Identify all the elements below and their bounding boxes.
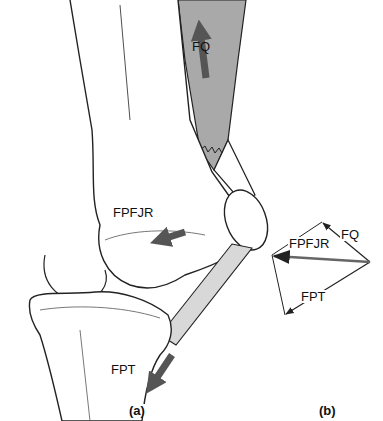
vector-label: FPT xyxy=(300,290,327,303)
tibia xyxy=(29,292,171,421)
growth-line xyxy=(105,231,205,240)
vector-label: FQ xyxy=(340,228,360,241)
force-label: FPT xyxy=(110,363,137,376)
patella xyxy=(217,184,276,256)
force-label: FQ xyxy=(192,40,210,53)
patellar-tendon xyxy=(160,244,252,345)
tibia-cortex xyxy=(80,330,90,421)
joint-reaction-arrow xyxy=(160,232,185,240)
reaction-vector xyxy=(274,256,370,262)
tibial-plateau xyxy=(40,307,160,318)
tendon-force-arrow xyxy=(152,355,172,385)
tendon-vector xyxy=(286,262,370,314)
quadriceps-force-arrow xyxy=(200,30,206,78)
femur-cortex xyxy=(120,5,130,120)
panel-label: (b) xyxy=(318,404,337,417)
vector-label: FPFJR xyxy=(288,237,330,250)
femur xyxy=(70,0,243,288)
force-label: FPFJR xyxy=(112,206,154,219)
parallelogram-side xyxy=(272,255,285,315)
panel-label: (a) xyxy=(128,404,146,417)
